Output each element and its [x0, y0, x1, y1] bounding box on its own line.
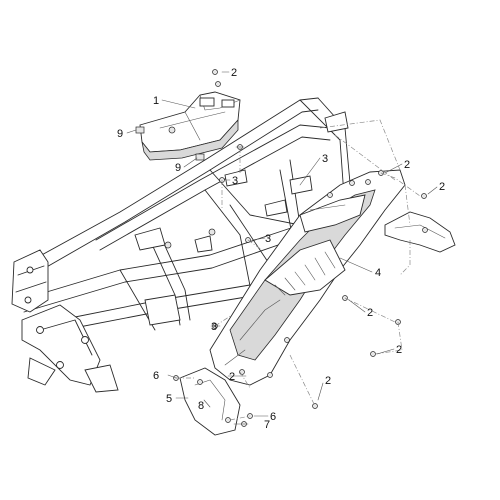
callout-8: 8	[198, 400, 204, 412]
callout-3: 3	[232, 175, 238, 187]
main-frame	[11, 97, 353, 393]
callout-4: 4	[375, 267, 381, 279]
assembly-lines	[176, 119, 421, 421]
callout-9: 9	[175, 162, 181, 174]
callout-2: 2	[404, 159, 410, 171]
callout-7: 7	[264, 419, 270, 431]
callout-3: 3	[322, 153, 328, 165]
callout-6: 6	[153, 370, 159, 382]
part-8	[179, 367, 241, 436]
leader-lines	[126, 71, 438, 425]
callout-2: 2	[229, 371, 235, 383]
callout-6: 6	[270, 411, 276, 423]
callout-2: 2	[396, 344, 402, 356]
callout-2: 2	[367, 307, 373, 319]
rear-side-bracket	[384, 211, 456, 253]
fasteners	[135, 69, 427, 427]
callout-2: 2	[325, 375, 331, 387]
callout-labels: 2 1 9 9 3 3 2 2 3 4 3 2 2 6 2 2 5 8 6 7	[117, 67, 445, 431]
part-4	[209, 169, 406, 386]
callout-3: 3	[211, 321, 217, 333]
callout-9: 9	[117, 128, 123, 140]
callout-3: 3	[265, 233, 271, 245]
callout-2: 2	[231, 67, 237, 79]
callout-1: 1	[153, 95, 159, 107]
callout-5: 5	[166, 393, 172, 405]
part-1	[139, 91, 241, 161]
callout-2: 2	[439, 181, 445, 193]
